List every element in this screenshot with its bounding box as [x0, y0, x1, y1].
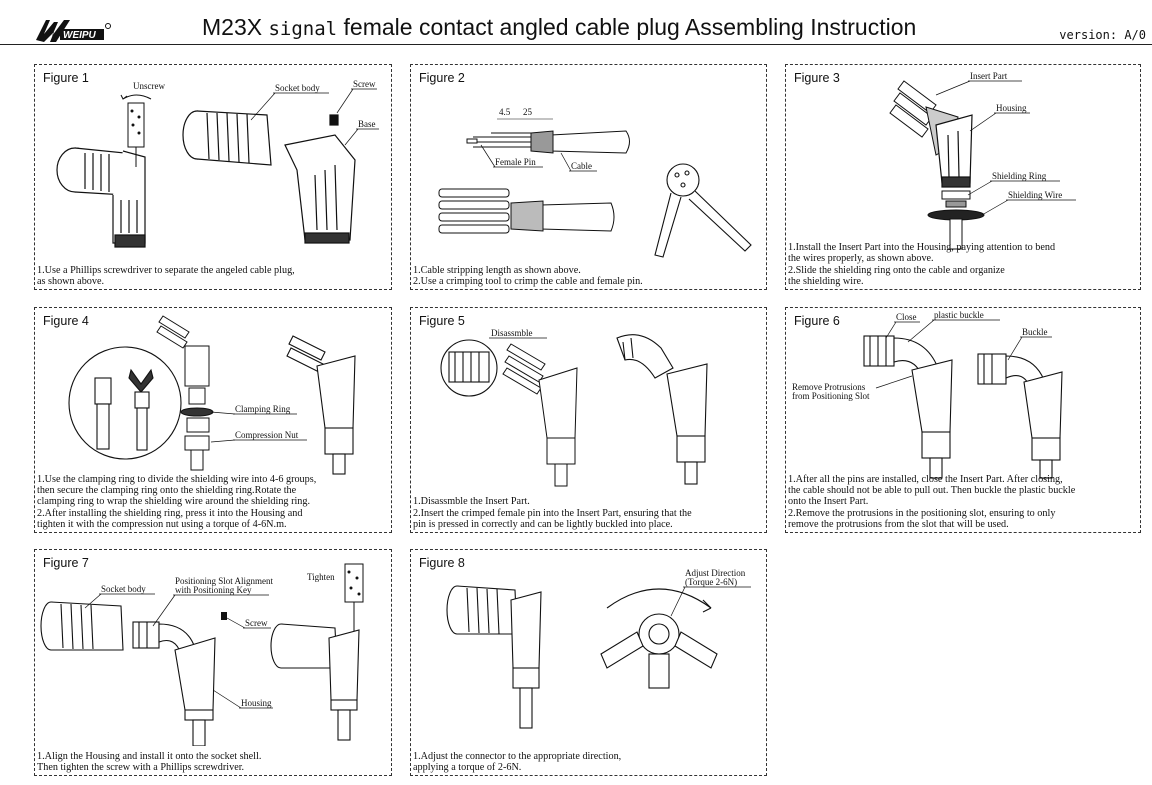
figure-7-panel: Figure 7 Socket body — [34, 549, 392, 776]
annotation-torque: (Torque 2-6N) — [685, 577, 737, 587]
annotation-insert-part: Insert Part — [970, 71, 1008, 81]
annotation-from-positioning-slot: from Positioning Slot — [792, 391, 870, 401]
figure-1-panel: Figure 1 Unscrew — [34, 64, 392, 290]
annotation-housing: Housing — [241, 698, 272, 708]
weipu-logo: WEIPU — [36, 20, 111, 42]
screwdriver-drawing — [120, 94, 152, 167]
socket-body-drawing — [182, 110, 272, 166]
annotation-clamping-ring: Clamping Ring — [235, 404, 291, 414]
figure-6-caption: 1.After all the pins are installed, clos… — [788, 473, 1076, 530]
figure-2-label: Figure 2 — [419, 71, 465, 85]
figure-2-panel: Figure 2 4.5 25 Female Pin Cable — [410, 64, 767, 290]
connector-plug-drawing — [446, 585, 542, 729]
figure-4-label: Figure 4 — [43, 314, 89, 328]
screw-icon — [221, 612, 227, 620]
figure-5-label: Figure 5 — [419, 314, 465, 328]
figure-1-illustration: Unscrew Socket body Screw Base — [56, 79, 379, 248]
annotation-dim-25: 25 — [523, 107, 533, 117]
closed-insert-drawing — [863, 335, 953, 479]
base-drawing — [284, 114, 356, 244]
figure-2-caption: 1.Cable stripping length as shown above.… — [413, 264, 643, 287]
annotation-shielding-ring: Shielding Ring — [992, 171, 1047, 181]
screwdriver-drawing — [344, 563, 364, 632]
buckled-insert-drawing — [977, 353, 1063, 479]
figure-6-illustration: Close plastic buckle Buckle Remove Protr… — [792, 310, 1063, 479]
annotation-remove-protrusions: Remove Protrusions — [792, 382, 866, 392]
annotation-cable: Cable — [571, 161, 592, 171]
figure-8-illustration: Adjust Direction (Torque 2-6N) — [446, 568, 751, 729]
rotation-directions-drawing — [600, 588, 718, 689]
annotation-adjust-direction: Adjust Direction — [685, 568, 746, 578]
disassemble-detail-drawing — [440, 339, 498, 397]
annotation-screw: Screw — [353, 79, 376, 89]
figure-7-label: Figure 7 — [43, 556, 89, 570]
assembled-plug-drawing — [286, 335, 356, 475]
crimping-tool-drawing — [654, 163, 752, 258]
figure-3-panel: Figure 3 Insert Part Housing Shielding R… — [785, 64, 1141, 290]
figure-6-panel: Figure 6 Close plastic buckle Buckle Rem… — [785, 307, 1141, 533]
annotation-disassmble: Disassmble — [491, 328, 533, 338]
svg-text:WEIPU: WEIPU — [63, 30, 97, 41]
figure-1-label: Figure 1 — [43, 71, 89, 85]
figure-8-label: Figure 8 — [419, 556, 465, 570]
annotation-unscrew: Unscrew — [133, 81, 165, 91]
annotation-positioning-slot-alignment: Positioning Slot Alignment — [175, 576, 274, 586]
exploded-assembly-drawing — [156, 315, 214, 471]
figure-2-illustration: 4.5 25 Female Pin Cable — [438, 107, 752, 258]
figure-4-caption: 1.Use the clamping ring to divide the sh… — [37, 473, 317, 530]
figure-3-label: Figure 3 — [794, 71, 840, 85]
socket-body-drawing — [40, 601, 124, 651]
insert-part-closed-drawing — [616, 334, 708, 485]
version-label: version: A/0 — [1059, 28, 1146, 42]
figure-5-panel: Figure 5 Disassmble 1.Disassmble the Ins… — [410, 307, 767, 533]
figure-5-illustration: Disassmble — [440, 328, 708, 487]
crimped-cable-drawing — [438, 188, 615, 234]
figure-4-panel: Figure 4 Clamping Ring — [34, 307, 392, 533]
figure-3-caption: 1.Install the Insert Part into the Housi… — [788, 242, 1056, 287]
annotation-with-positioning-key: with Positioning Key — [175, 585, 252, 595]
detail-circle-drawing — [68, 346, 182, 460]
annotation-socket-body: Socket body — [275, 83, 320, 93]
figure-3-illustration: Insert Part Housing Shielding Ring Shiel… — [889, 71, 1076, 250]
housing-with-wires-drawing — [502, 343, 578, 487]
assembled-plug-drawing — [270, 623, 360, 741]
annotation-close: Close — [896, 312, 917, 322]
housing-assembly-drawing — [132, 621, 216, 746]
annotation-base: Base — [358, 119, 376, 129]
angled-plug-drawing — [56, 147, 146, 248]
annotation-tighten: Tighten — [307, 572, 335, 582]
figure-7-illustration: Socket body Positioning Slot Alignment w… — [40, 563, 364, 746]
figure-4-illustration: Clamping Ring Compression Nut — [68, 315, 356, 475]
page-title: M23X signal female contact angled cable … — [202, 14, 917, 40]
header-rule — [0, 44, 1152, 45]
document-header: WEIPU M23X signal female contact angled … — [0, 0, 1152, 52]
figure-5-caption: 1.Disassmble the Insert Part. 2.Insert t… — [413, 496, 692, 530]
figure-7-caption: 1.Align the Housing and install it onto … — [37, 750, 262, 773]
shielding-ring-drawing — [927, 190, 985, 250]
annotation-compression-nut: Compression Nut — [235, 430, 299, 440]
annotation-housing: Housing — [996, 103, 1027, 113]
figure-8-panel: Figure 8 Adjust Direction (Torque 2-6N) … — [410, 549, 767, 776]
stripped-cable-drawing — [466, 130, 630, 154]
annotation-female-pin: Female Pin — [495, 157, 536, 167]
annotation-shielding-wire: Shielding Wire — [1008, 190, 1062, 200]
annotation-screw: Screw — [245, 618, 268, 628]
housing-drawing — [935, 114, 973, 188]
annotation-plastic-buckle: plastic buckle — [934, 310, 984, 320]
figure-6-label: Figure 6 — [794, 314, 840, 328]
annotation-dim-4-5: 4.5 — [499, 107, 511, 117]
figure-1-caption: 1.Use a Phillips screwdriver to separate… — [37, 264, 295, 287]
figure-8-caption: 1.Adjust the connector to the appropriat… — [413, 750, 622, 773]
annotation-buckle: Buckle — [1022, 327, 1048, 337]
annotation-socket-body: Socket body — [101, 584, 146, 594]
